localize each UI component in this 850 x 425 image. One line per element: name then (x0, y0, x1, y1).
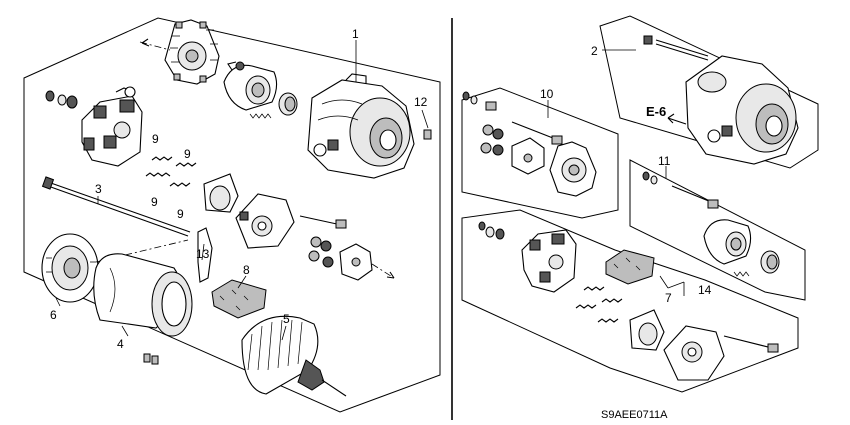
starter-assembly-outline (599, 15, 819, 169)
kit-10-parts (462, 91, 597, 197)
callout-12: 12 (414, 95, 428, 109)
cover-disc-part (339, 243, 373, 281)
end-plate-part (235, 193, 295, 249)
nuts-washers-part (308, 236, 334, 268)
callout-13: 13 (196, 247, 210, 261)
kit-11-parts (642, 171, 780, 277)
kit-7-parts (478, 221, 779, 381)
callout-4: 4 (117, 337, 124, 351)
kit-11-outline (629, 159, 806, 301)
kit-7-outline (461, 209, 799, 393)
callout-10: 10 (540, 87, 554, 101)
bolt-small-part (299, 215, 347, 229)
starter-assembly-part (643, 35, 799, 165)
armature-part (241, 315, 347, 397)
small-clip-part (143, 353, 159, 365)
brush-part (211, 279, 267, 319)
collar-part (278, 92, 298, 116)
kit-10-outline (461, 87, 619, 219)
drive-gear-part (164, 19, 220, 85)
callout-2: 2 (591, 44, 598, 58)
callout-7: 7 (665, 291, 672, 305)
callout-9-c: 9 (151, 195, 158, 209)
bracket-part (197, 227, 213, 283)
brush-spring-set (145, 156, 197, 187)
callout-8: 8 (243, 263, 250, 277)
nut-part (423, 129, 432, 140)
reference-label: E-6 (646, 104, 666, 119)
callout-6: 6 (50, 308, 57, 322)
left-assembly-outline (23, 17, 441, 413)
through-bolt-part (41, 176, 191, 237)
gasket-plate-part (203, 173, 239, 213)
brush-holder-part (81, 86, 143, 167)
callout-11: 11 (658, 154, 671, 168)
solenoid-housing-part (307, 73, 415, 179)
diagram-code: S9AEE0711A (601, 409, 668, 421)
callout-9-d: 9 (177, 207, 184, 221)
callout-9-a: 9 (152, 132, 159, 146)
callout-5: 5 (283, 312, 290, 326)
callout-9-b: 9 (184, 147, 191, 161)
yoke-part (93, 253, 193, 337)
clutch-lever-part (223, 61, 278, 111)
front-cover-part (41, 233, 99, 303)
callout-1: 1 (352, 27, 359, 41)
callout-3: 3 (95, 182, 102, 196)
small-spring (249, 113, 272, 119)
washer-parts (45, 90, 78, 109)
callout-14: 14 (698, 283, 712, 297)
